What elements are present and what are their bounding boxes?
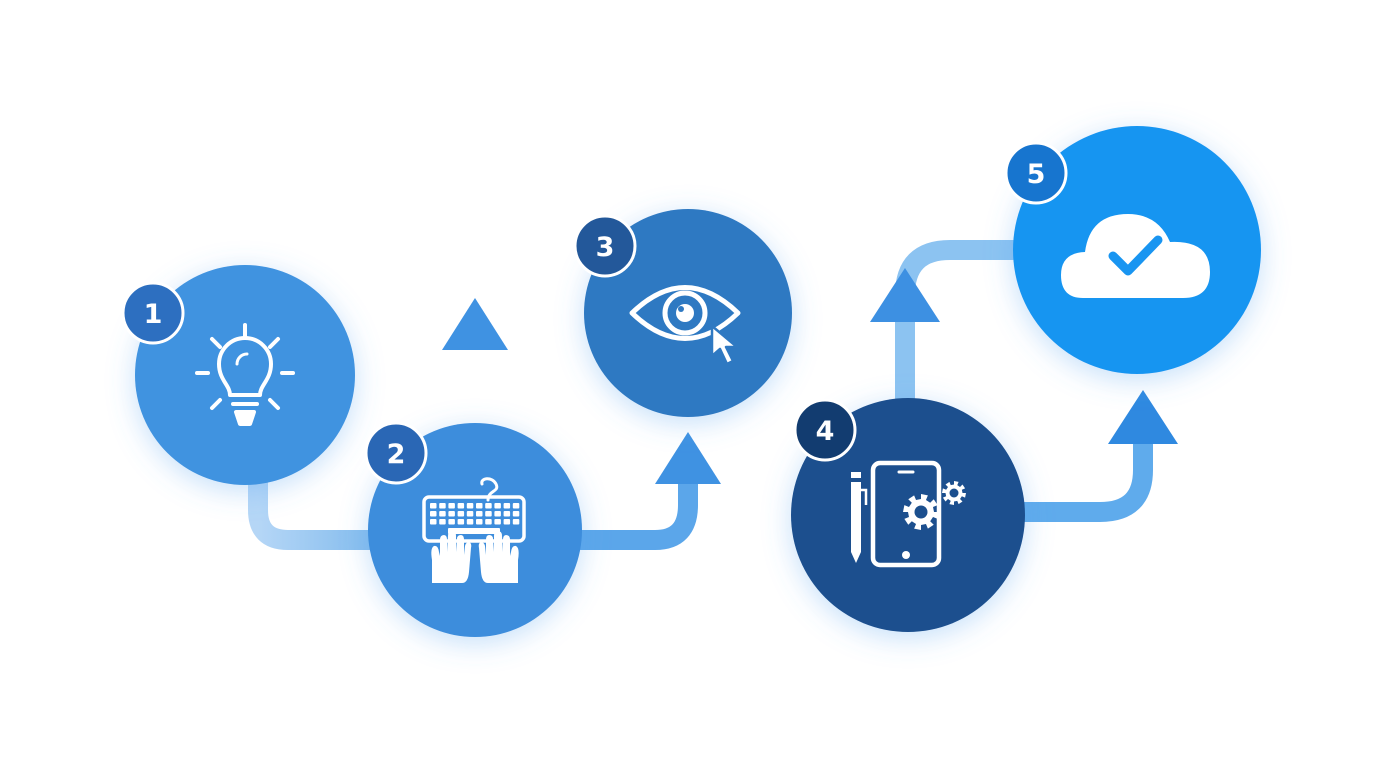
step-3-badge: 3 [573,214,637,278]
step-1-circle [135,265,355,485]
step-2-number: 2 [387,439,406,470]
step-5-badge: 5 [1004,141,1068,205]
step-2-badge: 2 [364,421,428,485]
cloud-check-icon [1061,214,1210,298]
arrowhead-up-2 [442,298,508,350]
step-1-number: 1 [144,299,163,330]
arrowhead-3 [655,432,721,484]
connector-2-3 [575,475,698,550]
step-5-number: 5 [1027,159,1046,190]
step-4 [791,398,1025,632]
eye-cursor-icon [629,285,741,366]
tablet-gears-pen-icon [851,460,966,568]
step-1-badge: 1 [121,281,185,345]
step-4-number: 4 [816,416,835,447]
step-4-badge: 4 [793,398,857,462]
connector-4-5-bottom [1015,438,1153,522]
step-1 [135,265,355,485]
arrowheads [442,268,1178,484]
step-4-circle [791,398,1025,632]
keyboard-hands-icon [422,477,526,583]
arrowhead-5 [1108,390,1178,444]
arrowhead-up-4 [870,268,940,322]
connector-1-2 [248,460,390,550]
step-3-number: 3 [596,232,615,263]
lightbulb-icon [195,323,295,426]
connector-4-5-top [895,240,1030,402]
